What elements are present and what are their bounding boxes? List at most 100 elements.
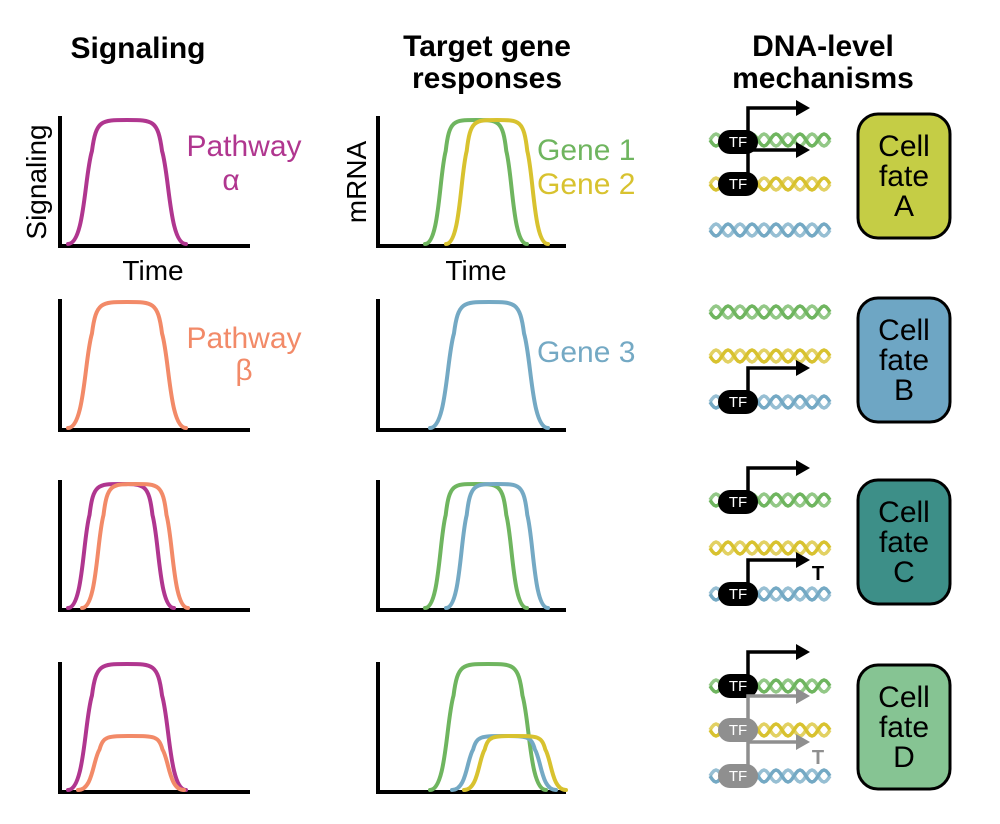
curves-layer	[66, 117, 568, 792]
mrna-x-axis-label: Time	[445, 255, 506, 286]
gene-2-label: Gene 2	[537, 168, 635, 201]
header-dna-line2: mechanisms	[732, 62, 914, 95]
pathway-beta-label: Pathway	[186, 322, 301, 355]
tf-row4-gene3-partial-arrow-head	[796, 734, 810, 750]
tf-row4-gene2-partial-tf-label: TF	[729, 722, 747, 739]
tf-row2-gene3: TF	[718, 360, 810, 414]
tf-row4-gene1-arrow-head	[796, 644, 810, 660]
tf-row3-gene3-tf-pill	[718, 582, 758, 606]
header-target-line1: Target gene	[403, 30, 571, 63]
curve-row4-gene3	[450, 734, 558, 792]
cell-fate-text-c-3: C	[893, 556, 915, 589]
cell-fate-box-c	[856, 478, 952, 606]
tf-row4-gene1-tf-label: TF	[729, 678, 747, 695]
dna-row3-gene2	[708, 540, 832, 556]
gene-1-label: Gene 1	[537, 134, 635, 167]
tf-row4-gene1: TF	[718, 644, 810, 698]
cell-fate-text-b-2: fate	[879, 344, 929, 377]
axes-row2-col2	[376, 299, 566, 432]
dna-row1-gene3-strand-b	[708, 222, 832, 238]
axes-layer	[58, 116, 566, 794]
tf-row3-gene3: TF	[718, 552, 810, 606]
dna-row2-gene2-strand-b	[708, 348, 832, 364]
tf-row4-gene2-partial-arrow-head	[796, 688, 810, 704]
cell-fate-text-d-2: fate	[879, 711, 929, 744]
curve-row2-gene3	[428, 299, 550, 430]
curve-row4-pathway-alpha	[66, 661, 188, 792]
tf-row1-gene2-tf-label: TF	[729, 176, 747, 193]
curve-row4-gene1	[428, 661, 548, 792]
tf-row4-gene1-tf-pill	[718, 674, 758, 698]
curve-row3-pathway-beta	[80, 481, 190, 610]
tf-row4-gene2-partial-promoter-line	[746, 694, 796, 724]
pathway-alpha-symbol: α	[222, 164, 239, 197]
tf-row2-gene3-tf-pill	[718, 390, 758, 414]
signaling-x-axis-label: Time	[122, 255, 183, 286]
cell-fate-text-a-1: Cell	[878, 130, 930, 163]
curve-row1-gene2	[444, 117, 550, 246]
tf-row3-gene1-tf-pill	[718, 490, 758, 514]
tf-row1-gene1: TF	[718, 100, 810, 154]
tf-row2-gene3-tf-label: TF	[729, 394, 747, 411]
tf-row4-gene2-partial-tf-pill	[718, 718, 758, 742]
axes-row1-col2	[376, 116, 566, 248]
tf-row1-gene1-arrow-head	[796, 100, 810, 116]
repressor-row4: T	[812, 747, 824, 769]
pathway-alpha-label: Pathway	[186, 130, 301, 163]
tf-row2-gene3-arrow-head	[796, 360, 810, 376]
tf-row3-gene1-arrow-head	[796, 460, 810, 476]
cell-fate-box-a	[856, 112, 952, 240]
curve-row4-gene2	[462, 734, 568, 792]
header-signaling: Signaling	[71, 32, 206, 65]
tf-row4-gene3-partial-tf-pill	[718, 764, 758, 788]
gene-3-label: Gene 3	[537, 336, 635, 369]
curve-row1-pathway-alpha	[66, 117, 188, 246]
axes-row1-col1	[58, 116, 250, 248]
cell-fate-box-d	[856, 663, 952, 791]
pathway-beta-symbol: β	[235, 354, 252, 387]
tf-row1-gene1-tf-pill	[718, 130, 758, 154]
curve-row3-gene1	[423, 481, 529, 610]
tf-row2-gene3-promoter-line	[746, 366, 796, 396]
curve-row3-pathway-alpha	[66, 481, 176, 610]
cell-fate-text-b-3: B	[894, 374, 914, 407]
tf-row1-gene2-arrow-head	[796, 142, 810, 158]
tf-row1-gene1-promoter-line	[746, 106, 796, 136]
tf-row4-gene3-partial: TF	[718, 734, 810, 788]
signaling-y-axis-label: Signaling	[21, 124, 52, 239]
axes-row4-col1	[58, 662, 250, 794]
mrna-y-axis-label: mRNA	[341, 140, 372, 223]
cell-fate-text-a-2: fate	[879, 160, 929, 193]
curve-row4-pathway-beta	[76, 734, 186, 792]
dna-row1-gene3	[708, 222, 832, 238]
tf-row3-gene3-promoter-line	[746, 558, 796, 588]
repressor-row3: T	[812, 563, 824, 585]
tf-row3-gene1-promoter-line	[746, 466, 796, 496]
tf-row1-gene2-tf-pill	[718, 172, 758, 196]
cell-fate-text-c-1: Cell	[878, 496, 930, 529]
cell-fate-text-d-3: D	[893, 741, 915, 774]
tf-row1-gene2: TF	[718, 142, 810, 196]
axes-row3-col2	[376, 480, 566, 612]
axes-row3-col1	[58, 480, 250, 612]
tf-row4-gene3-partial-promoter-line	[746, 740, 796, 770]
header-dna-line1: DNA-level	[752, 30, 894, 63]
header-target-line2: responses	[412, 62, 562, 95]
cell-fate-box-b	[856, 296, 952, 424]
cell-fate-text-a-3: A	[894, 190, 914, 223]
tf-row3-gene1: TF	[718, 460, 810, 514]
tf-row3-gene3-tf-label: TF	[729, 586, 747, 603]
tf-row4-gene1-promoter-line	[746, 650, 796, 680]
tf-row4-gene2-partial: TF	[718, 688, 810, 742]
tf-row1-gene2-promoter-line	[746, 148, 796, 178]
tf-row1-gene1-tf-label: TF	[729, 134, 747, 151]
cell-fate-text-d-1: Cell	[878, 681, 930, 714]
dna-row2-gene2	[708, 348, 832, 364]
